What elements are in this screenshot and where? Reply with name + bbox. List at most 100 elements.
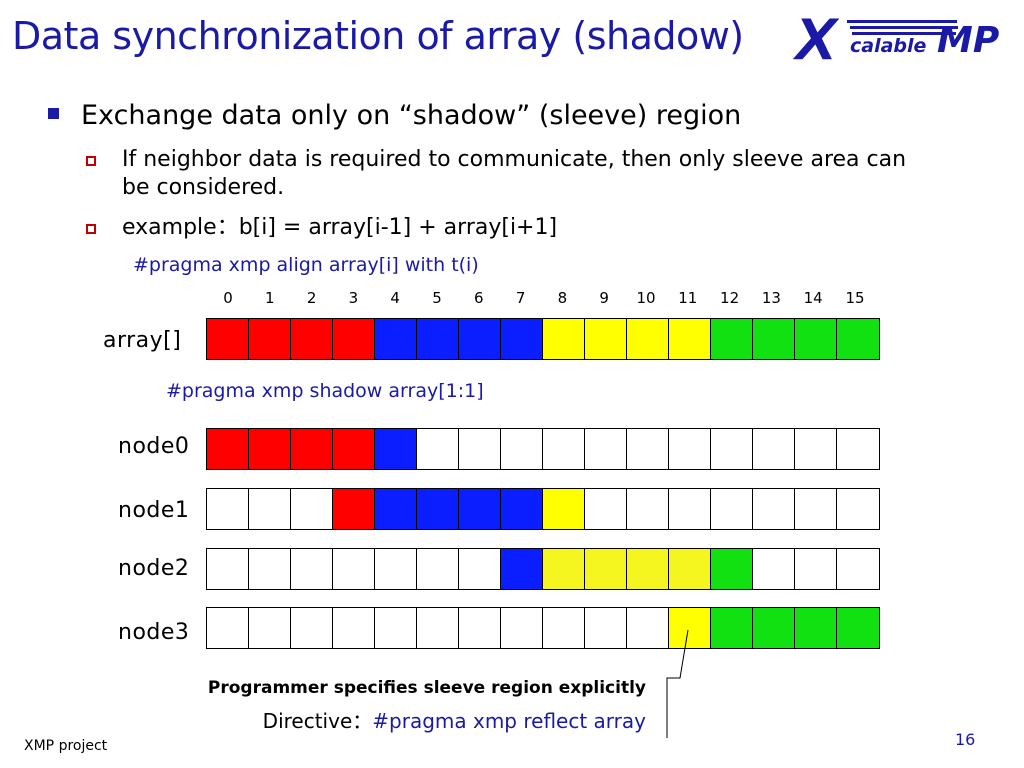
array-cell <box>501 608 543 648</box>
array-row <box>206 318 880 360</box>
index-label: 3 <box>348 289 359 307</box>
index-label: 6 <box>474 289 484 307</box>
pragma-align: #pragma xmp align array[i] with t(i) <box>133 254 479 276</box>
array-cell <box>669 429 711 469</box>
array-cell <box>543 549 585 589</box>
array-cell <box>501 549 543 589</box>
array-cell <box>333 608 375 648</box>
directive-label: Directive： <box>262 709 373 733</box>
array-cell <box>585 549 627 589</box>
row-label-array: array[] <box>103 328 182 353</box>
index-label: 15 <box>845 289 865 307</box>
array-cell <box>459 549 501 589</box>
sub-bullet-1-text: If neighbor data is required to communic… <box>122 147 907 200</box>
array-cell <box>501 489 543 529</box>
sub-bullet-2-text: example：b[i] = array[i-1] + array[i+1] <box>122 215 558 240</box>
hollow-square-bullet-icon <box>86 224 96 234</box>
array-cell <box>627 489 669 529</box>
sub-bullet-1: If neighbor data is required to communic… <box>86 146 922 202</box>
array-cell <box>711 608 753 648</box>
array-cell <box>627 549 669 589</box>
array-cell <box>837 549 879 589</box>
array-cell <box>417 608 459 648</box>
array-cell <box>249 319 291 359</box>
array-cell <box>459 429 501 469</box>
xcalablemp-logo: X calable MP <box>792 8 999 70</box>
array-cell <box>417 429 459 469</box>
row-label-node2: node2 <box>118 556 190 581</box>
array-cell <box>207 489 249 529</box>
index-label: 8 <box>557 289 568 307</box>
array-cell <box>627 429 669 469</box>
array-cell <box>585 319 627 359</box>
directive-line: Directive：#pragma xmp reflect array <box>263 705 646 734</box>
array-cell <box>375 319 417 359</box>
main-bullet: Exchange data only on “shadow” (sleeve) … <box>48 100 741 131</box>
index-label: 11 <box>678 289 698 307</box>
array-cell <box>375 429 417 469</box>
array-cell <box>837 608 879 648</box>
array-cell <box>417 489 459 529</box>
array-cell <box>333 319 375 359</box>
index-label: 2 <box>306 289 317 307</box>
array-cell <box>249 429 291 469</box>
array-cell <box>837 489 879 529</box>
array-cell <box>459 608 501 648</box>
row-label-node0: node0 <box>118 434 190 459</box>
pragma-shadow: #pragma xmp shadow array[1:1] <box>166 380 484 402</box>
array-cell <box>291 489 333 529</box>
array-cell <box>753 429 795 469</box>
array-cell <box>795 489 837 529</box>
array-cell <box>501 429 543 469</box>
array-cell <box>207 549 249 589</box>
array-cell <box>543 429 585 469</box>
array-cell <box>585 608 627 648</box>
directive-code: #pragma xmp reflect array <box>372 709 646 733</box>
array-cell <box>585 429 627 469</box>
array-cell <box>711 319 753 359</box>
index-label: 4 <box>390 289 400 307</box>
index-label: 13 <box>761 289 781 307</box>
index-label: 10 <box>636 289 656 307</box>
array-cell <box>249 549 291 589</box>
index-label: 5 <box>432 289 442 307</box>
logo-calable-text: calable <box>850 35 927 57</box>
array-cell <box>291 429 333 469</box>
array-cell <box>249 489 291 529</box>
array-cell <box>753 549 795 589</box>
array-cell <box>669 319 711 359</box>
array-cell <box>333 429 375 469</box>
sub-bullet-2: example：b[i] = array[i-1] + array[i+1] <box>86 214 922 242</box>
logo-x-letter: X <box>792 8 842 70</box>
array-cell <box>669 608 711 648</box>
array-cell <box>669 549 711 589</box>
array-cell <box>795 608 837 648</box>
node3-row <box>206 607 880 649</box>
array-cell <box>543 489 585 529</box>
array-cell <box>207 608 249 648</box>
array-cell <box>207 429 249 469</box>
footer-text: XMP project <box>24 738 108 754</box>
array-cell <box>753 608 795 648</box>
index-label: 0 <box>223 289 233 307</box>
array-cell <box>501 319 543 359</box>
array-cell <box>375 489 417 529</box>
array-cell <box>627 608 669 648</box>
array-cell <box>837 319 879 359</box>
array-cell <box>711 549 753 589</box>
array-cell <box>795 549 837 589</box>
array-cell <box>795 319 837 359</box>
main-bullet-text: Exchange data only on “shadow” (sleeve) … <box>81 100 742 131</box>
array-cell <box>585 489 627 529</box>
array-cell <box>291 608 333 648</box>
array-cell <box>333 549 375 589</box>
index-label: 1 <box>265 289 275 307</box>
callout-line <box>666 629 689 738</box>
array-cell <box>795 429 837 469</box>
array-cell <box>207 319 249 359</box>
array-cell <box>417 319 459 359</box>
row-label-node1: node1 <box>118 498 190 523</box>
index-label: 7 <box>515 289 526 307</box>
array-cell <box>375 608 417 648</box>
logo-mp-text: MP <box>937 20 999 61</box>
